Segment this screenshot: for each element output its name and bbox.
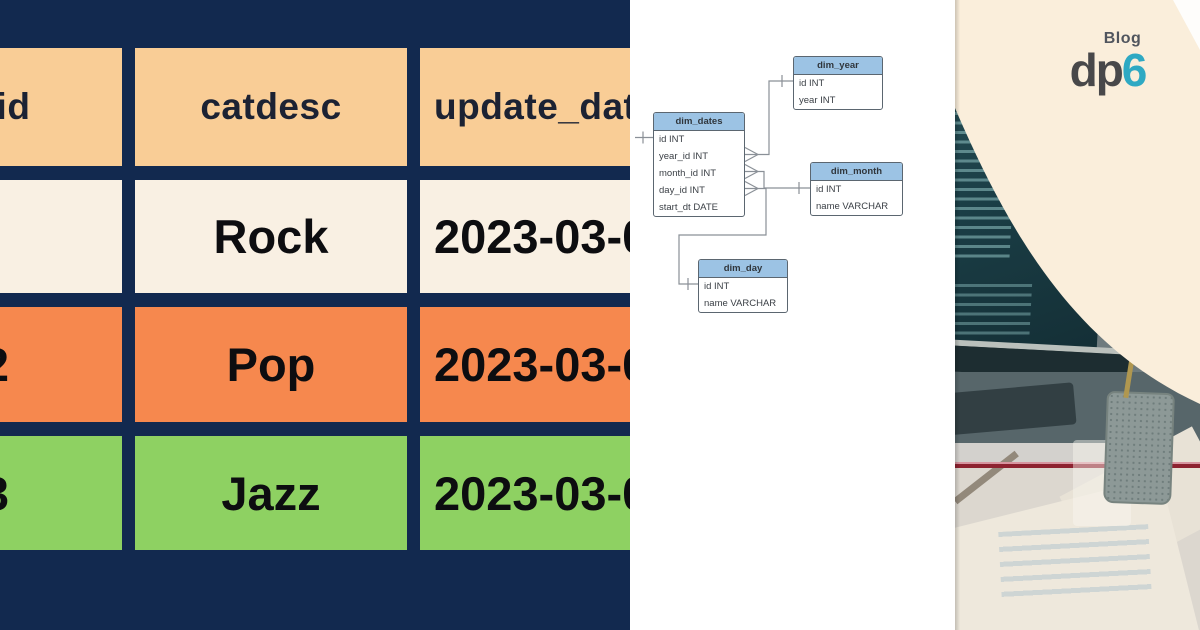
cream-curve-shape [955, 0, 1200, 404]
panel-category-table: catid catdesc update_date 1 Rock 2023-03… [0, 0, 630, 630]
entity-title: dim_month [811, 163, 902, 181]
entity-dim-day: dim_day id INT name VARCHAR [698, 259, 788, 313]
entity-field: start_dt DATE [659, 202, 718, 213]
table-cell-catid-pop: 2 [0, 307, 122, 422]
entity-title: dim_year [794, 57, 882, 75]
entity-field: name VARCHAR [704, 298, 777, 309]
entity-field: id INT [659, 134, 685, 145]
entity-field: id INT [816, 184, 842, 195]
entity-field: day_id INT [659, 185, 705, 196]
entity-title: dim_dates [654, 113, 744, 131]
entity-dim-month: dim_month id INT name VARCHAR [810, 162, 903, 216]
blog-label: Blog [1103, 30, 1142, 47]
entity-title: dim_day [699, 260, 787, 278]
panel-edge-shadow [955, 0, 960, 630]
accent-line [955, 462, 1200, 468]
table-cell-catid-rock: 1 [0, 180, 122, 293]
column-header-catdesc: catdesc [135, 48, 407, 166]
column-header-update-date: update_date [420, 48, 630, 166]
one-tick-connector [635, 131, 653, 144]
entity-dim-dates: dim_dates id INT year_id INT month_id IN… [653, 112, 745, 217]
panel-er-diagram: dim_dates id INT year_id INT month_id IN… [630, 0, 955, 630]
crows-foot-connector-year [744, 75, 793, 163]
column-header-catid: catid [0, 48, 122, 166]
table-cell-catdesc-pop: Pop [135, 307, 407, 422]
entity-field: month_id INT [659, 168, 717, 179]
logo-dp: dp [1069, 44, 1124, 96]
table-cell-catdesc-jazz: Jazz [135, 436, 407, 550]
dp6-wordmark: dp6 [1055, 47, 1160, 93]
entity-field: id INT [799, 78, 825, 89]
entity-field: name VARCHAR [816, 201, 889, 212]
entity-field: id INT [704, 281, 730, 292]
logo-6: 6 [1121, 44, 1148, 96]
entity-field: year INT [799, 95, 836, 106]
table-cell-update-pop: 2023-03-01 [420, 307, 630, 422]
entity-field: year_id INT [659, 151, 709, 162]
crows-foot-connector-month [744, 163, 810, 194]
dp6-logo: Blog dp6 [1055, 30, 1160, 93]
table-cell-catid-jazz: 3 [0, 436, 122, 550]
category-table: catid catdesc update_date 1 Rock 2023-03… [0, 48, 630, 550]
entity-dim-year: dim_year id INT year INT [793, 56, 883, 110]
panel-brand-photo: Blog dp6 [955, 0, 1200, 630]
table-cell-update-jazz: 2023-03-01 [420, 436, 630, 550]
table-cell-update-rock: 2023-03-01 [420, 180, 630, 293]
table-cell-catdesc-rock: Rock [135, 180, 407, 293]
